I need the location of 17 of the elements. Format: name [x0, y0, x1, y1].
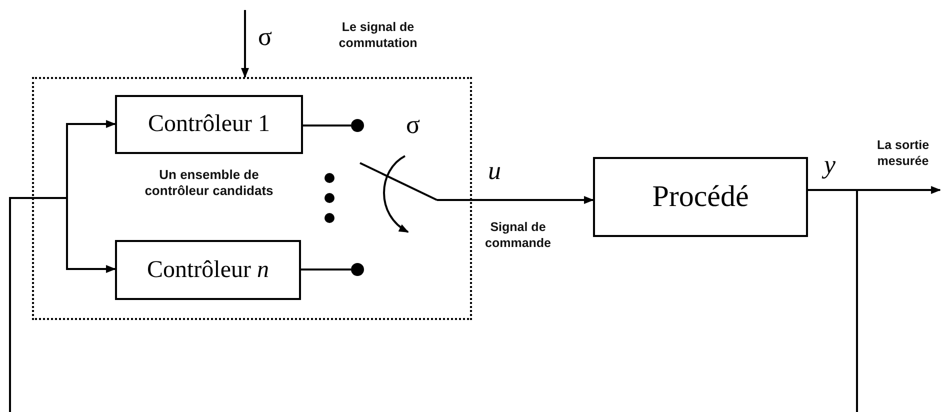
annotation-text: Le signal de commutation [338, 20, 418, 52]
controller-box [115, 95, 303, 154]
arrow [437, 196, 594, 204]
group-caption: Un ensemble de contrôleur candidats [144, 167, 274, 200]
line [301, 268, 351, 270]
box-label: Contrôleur 1 [148, 111, 270, 138]
annotation-text: La sortie mesurée [876, 138, 930, 170]
line [303, 124, 351, 126]
terminal-dot [351, 119, 364, 132]
process-box [593, 157, 808, 237]
terminal-dot [351, 263, 364, 276]
arrow [241, 10, 249, 78]
box-label: Contrôleur n [147, 256, 269, 284]
annotation-text: Signal de commande [484, 220, 552, 252]
controller-box [115, 240, 301, 300]
dotted-group-box [32, 77, 472, 320]
box-label: Procédé [652, 180, 749, 214]
